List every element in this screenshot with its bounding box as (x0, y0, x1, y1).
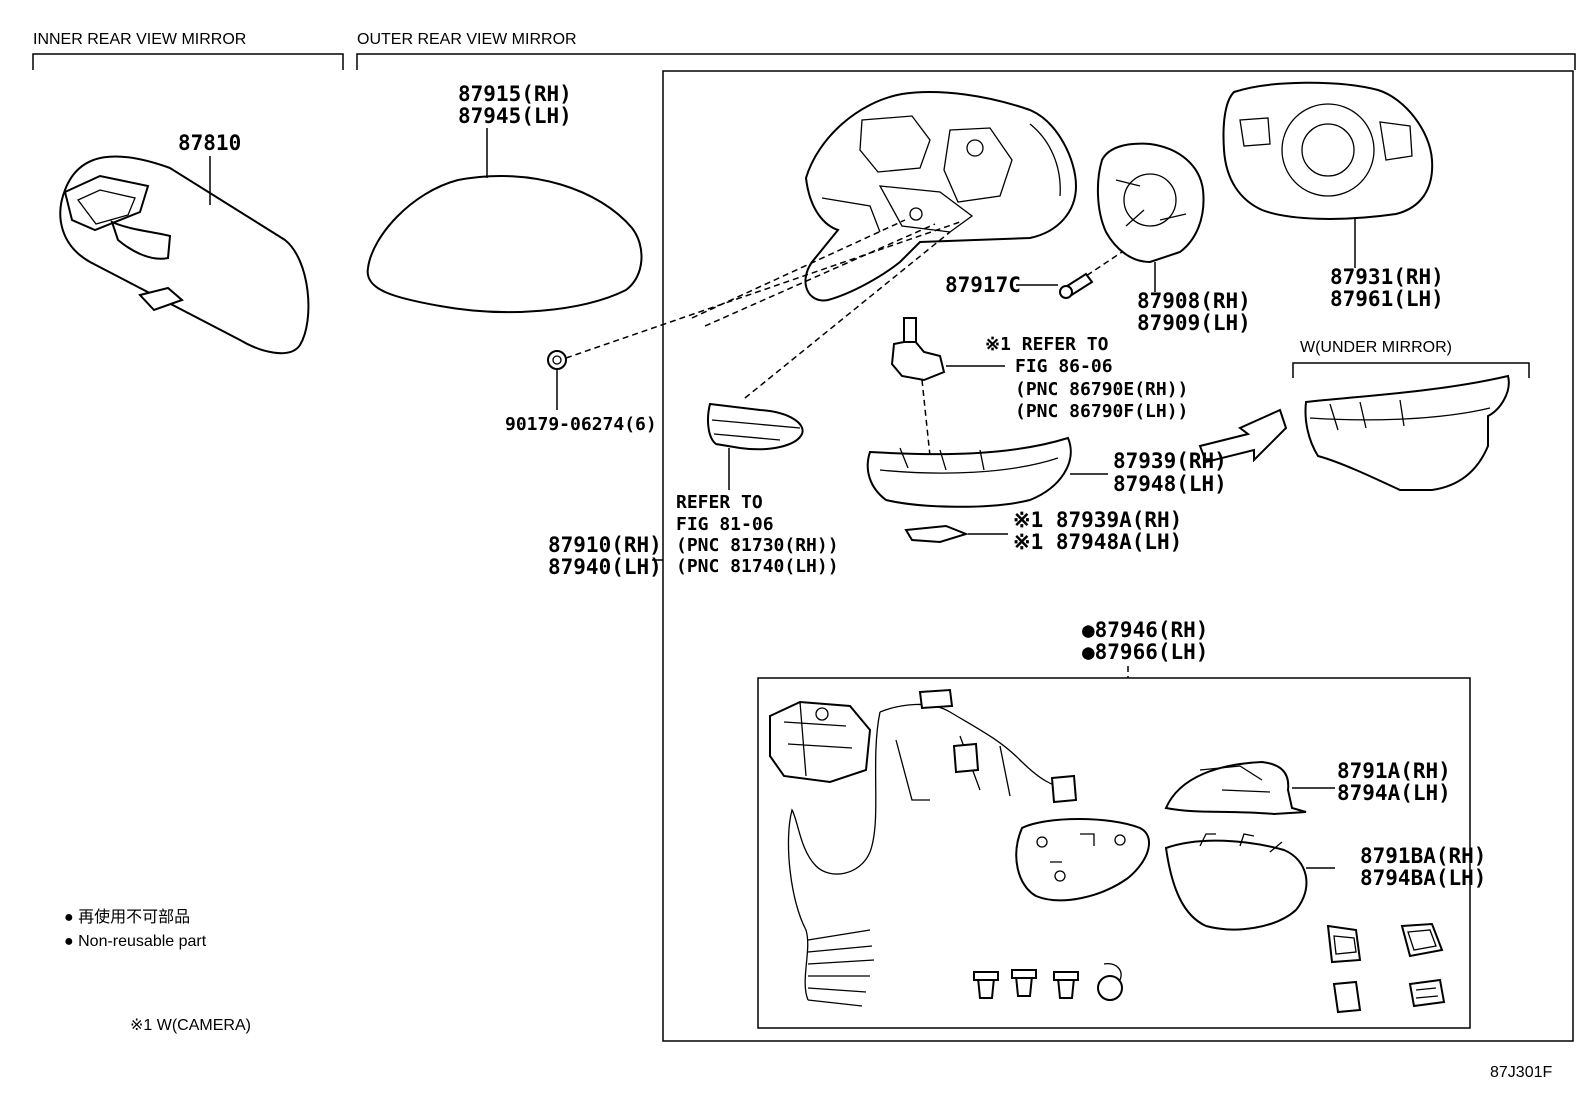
figure-code: 87J301F (1490, 1064, 1552, 1081)
turn-signal-lamp-part (707, 402, 804, 451)
inner-mirror-part (59, 155, 310, 355)
label-87961: 87961(LH) (1330, 287, 1444, 311)
under-mirror-bracket (1292, 362, 1530, 378)
label-87909: 87909(LH) (1137, 311, 1251, 335)
label-87908: 87908(RH) (1137, 289, 1251, 313)
under-mirror-part (1304, 374, 1510, 491)
legend-jp: ● 再使用不可部品 (64, 908, 190, 926)
label-90179: 90179-06274(6) (505, 414, 657, 435)
legend-en: ● Non-reusable part (64, 933, 207, 950)
assembly-line-2 (704, 223, 936, 327)
ref86-line4: (PNC 86790F(LH)) (1015, 401, 1188, 422)
label-87940: 87940(LH) (548, 555, 662, 579)
label-8791ba: 8791BA(RH) (1360, 844, 1486, 868)
wire-harness-part (787, 688, 1078, 1007)
outer-mirror-frame (662, 70, 1574, 1042)
ref81-line2: FIG 81-06 (676, 514, 774, 535)
label-87945: 87945(LH) (458, 104, 572, 128)
harness-frame (757, 677, 1471, 1029)
label-87948: 87948(LH) (1113, 472, 1227, 496)
label-87948a: ※1 87948A(LH) (1013, 530, 1182, 554)
cover-8791a-part (1164, 760, 1307, 816)
label-87939a: ※1 87939A(RH) (1013, 508, 1182, 532)
outer-mirror-assy-part (1222, 81, 1434, 220)
direction-arrow-icon (1198, 408, 1288, 464)
assembly-line-3 (744, 231, 951, 399)
label-87917c: 87917C (945, 273, 1021, 297)
camera-plate-part (904, 524, 970, 544)
assembly-line-1 (691, 219, 906, 319)
section-inner-title: INNER REAR VIEW MIRROR (33, 31, 246, 48)
label-87966: ●87966(LH) (1082, 640, 1208, 664)
under-mirror-title: W(UNDER MIRROR) (1300, 339, 1452, 356)
section-inner-bracket (32, 53, 344, 70)
connectors-part (1326, 922, 1446, 1014)
label-87910: 87910(RH) (548, 533, 662, 557)
ref86-line1: ※1 REFER TO (985, 334, 1109, 355)
ref81-line1: REFER TO (676, 492, 763, 513)
label-87946: ●87946(RH) (1082, 618, 1208, 642)
motor-unit-part (769, 700, 872, 784)
base-plate-part (1015, 818, 1150, 902)
assembly-line-camera (921, 379, 931, 457)
ref81-line3: (PNC 81730(RH)) (676, 535, 839, 556)
label-8794a: 8794A(LH) (1337, 781, 1451, 805)
label-87939: 87939(RH) (1113, 449, 1227, 473)
mirror-housing-part (804, 91, 1078, 302)
cover-8791ba-part (1164, 833, 1308, 931)
lower-cover-part (866, 436, 1072, 508)
section-outer-bracket (356, 53, 1576, 70)
label-87810: 87810 (178, 131, 241, 155)
clip-part (547, 350, 567, 370)
section-outer-title: OUTER REAR VIEW MIRROR (357, 31, 577, 48)
label-8794ba: 8794BA(LH) (1360, 866, 1486, 890)
label-87931: 87931(RH) (1330, 265, 1444, 289)
ref86-line2: FIG 86-06 (1015, 356, 1113, 377)
camera-bracket-part (890, 317, 946, 382)
screw-87917c (1059, 272, 1094, 299)
actuator-part (1096, 142, 1205, 264)
label-87915: 87915(RH) (458, 82, 572, 106)
camera-note: ※1 W(CAMERA) (130, 1017, 251, 1034)
ref81-line4: (PNC 81740(LH)) (676, 556, 839, 577)
screws-part (973, 963, 1123, 1001)
ref86-line3: (PNC 86790E(RH)) (1015, 379, 1188, 400)
mirror-glass-part (366, 174, 643, 314)
label-8791a: 8791A(RH) (1337, 759, 1451, 783)
